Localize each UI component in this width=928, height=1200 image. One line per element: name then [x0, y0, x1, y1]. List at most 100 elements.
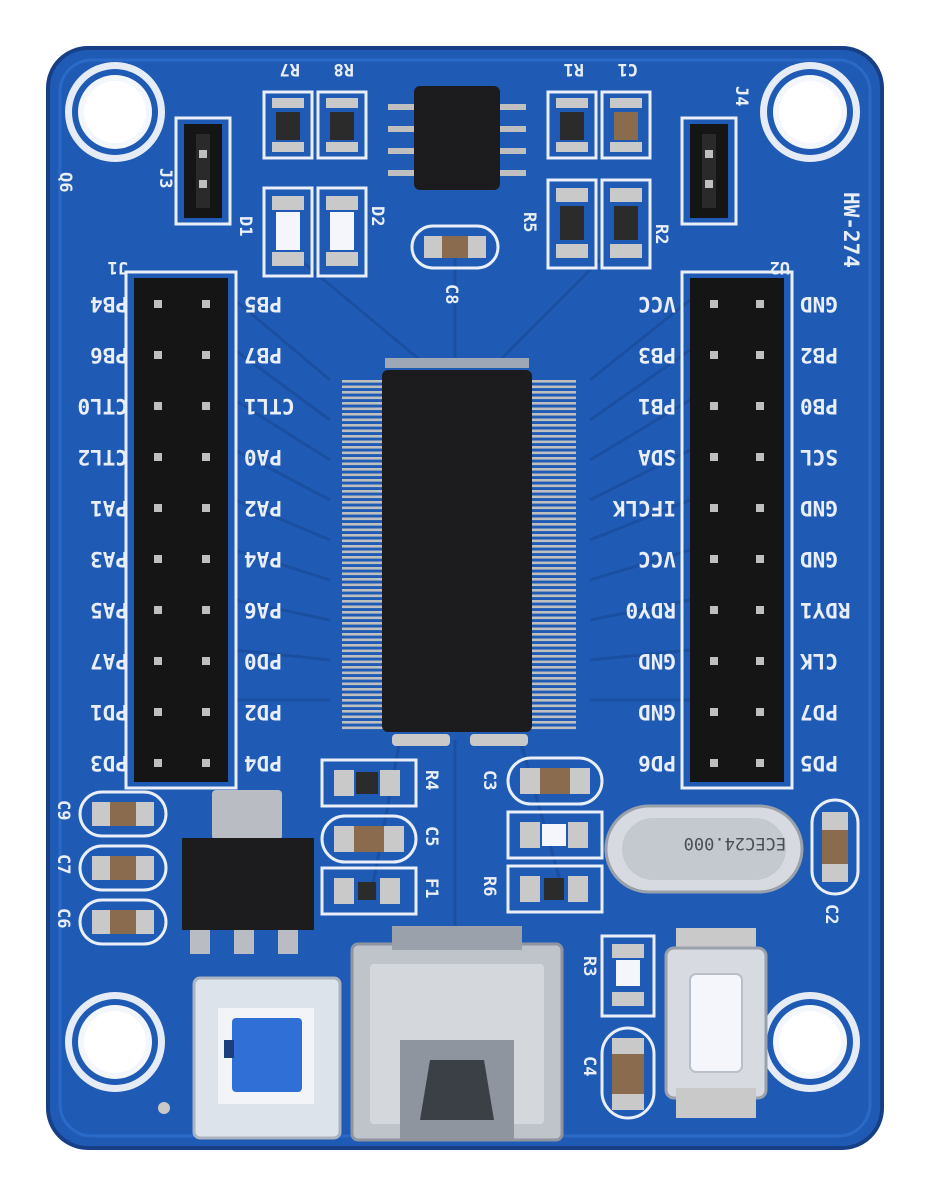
- header-pin: [710, 759, 718, 767]
- chip-pin: [342, 517, 384, 521]
- label-c3: C3: [479, 770, 499, 790]
- chip-pin: [530, 418, 576, 422]
- chip-pin: [530, 402, 576, 405]
- chip-pin: [342, 699, 384, 702]
- pin-label: PD0: [244, 649, 282, 673]
- pin-label: PB3: [638, 343, 676, 367]
- chip-pin: [342, 594, 384, 598]
- eeprom-pins: [388, 104, 526, 176]
- chip-pin: [342, 633, 384, 636]
- header-pin: [756, 759, 764, 767]
- smd-c5: [320, 814, 418, 864]
- chip-pin: [530, 622, 576, 625]
- label-j2: U2: [770, 257, 790, 277]
- chip-pin: [342, 704, 384, 708]
- reset-button[interactable]: [664, 928, 768, 1118]
- chip-pin: [342, 413, 384, 416]
- chip-pin: [342, 677, 384, 680]
- chip-pin: [342, 495, 384, 499]
- chip-pin: [342, 550, 384, 554]
- smd-r2: [600, 178, 652, 270]
- chip-pin: [342, 721, 384, 724]
- chip-pin: [530, 594, 576, 598]
- chip-pin: [342, 429, 384, 433]
- smd-c4: [600, 1026, 656, 1120]
- header-pin: [154, 708, 162, 716]
- header-pin: [202, 300, 210, 308]
- chip-pin: [342, 385, 384, 389]
- header-pin: [756, 504, 764, 512]
- chip-pin: [342, 506, 384, 510]
- chip-pin: [530, 440, 576, 444]
- pin-label: VCC: [638, 547, 676, 571]
- chip-pin: [530, 704, 576, 708]
- chip-pin: [530, 726, 576, 730]
- chip-pin: [342, 726, 384, 730]
- header-pin: [756, 555, 764, 563]
- chip-pin: [530, 424, 576, 427]
- label-c5: C5: [421, 826, 441, 846]
- pin-label: SDA: [638, 445, 676, 469]
- header-pin: [756, 351, 764, 359]
- chip-pad-bottom: [392, 734, 450, 746]
- eeprom-pin: [388, 170, 416, 176]
- chip-pin: [530, 380, 576, 383]
- smd-r6: [506, 864, 604, 914]
- chip-pin: [342, 391, 384, 394]
- pcb-traces: [234, 250, 691, 930]
- chip-pin: [342, 671, 384, 675]
- chip-pin: [342, 479, 384, 482]
- chip-pin: [342, 710, 384, 713]
- pin-label: RDY1: [800, 598, 851, 622]
- led-d2: [316, 186, 368, 278]
- chip-pin: [530, 435, 576, 438]
- pin-label: PA5: [90, 598, 128, 622]
- chip-pin: [342, 649, 384, 653]
- mounting-hole-bottom-right: [760, 992, 860, 1092]
- voltage-regulator: [182, 790, 314, 954]
- header-j1-outline: [124, 270, 238, 790]
- header-pin: [710, 402, 718, 410]
- pin-label: GND: [638, 700, 676, 724]
- chip-pin: [342, 424, 384, 427]
- chip-pad-top: [385, 358, 529, 368]
- header-pin: [756, 606, 764, 614]
- chip-pin: [342, 583, 384, 587]
- pin-label: PB0: [800, 394, 838, 418]
- header-pin: [202, 504, 210, 512]
- chip-pin: [530, 473, 576, 477]
- chip-pin: [530, 721, 576, 724]
- chip-pin: [530, 457, 576, 460]
- pin-label: PD2: [244, 700, 282, 724]
- chip-pin: [342, 440, 384, 444]
- header-pin: [710, 555, 718, 563]
- main-chip: [382, 370, 532, 732]
- chip-pin: [342, 567, 384, 570]
- smd-c2: [810, 798, 860, 896]
- chip-pin: [342, 396, 384, 400]
- mini-usb-connector[interactable]: [350, 926, 564, 1142]
- chip-pin: [530, 627, 576, 631]
- chip-pin: [530, 468, 576, 471]
- power-switch[interactable]: [192, 976, 342, 1140]
- chip-pin: [530, 583, 576, 587]
- pin-label: GND: [800, 496, 838, 520]
- chip-pin: [342, 457, 384, 460]
- header-pin: [756, 300, 764, 308]
- chip-pin: [530, 561, 576, 565]
- chip-pin: [530, 567, 576, 570]
- led-d1: [262, 186, 314, 278]
- chip-pin: [530, 644, 576, 647]
- chip-pin: [342, 561, 384, 565]
- chip-pin: [342, 655, 384, 658]
- chip-pin: [530, 655, 576, 658]
- chip-pin: [342, 501, 384, 504]
- pin-label: PA4: [244, 547, 282, 571]
- chip-pin: [342, 715, 384, 719]
- jumper-j3: [174, 116, 232, 226]
- chip-pin: [342, 407, 384, 411]
- label-r5: R5: [519, 212, 539, 232]
- header-pin: [202, 555, 210, 563]
